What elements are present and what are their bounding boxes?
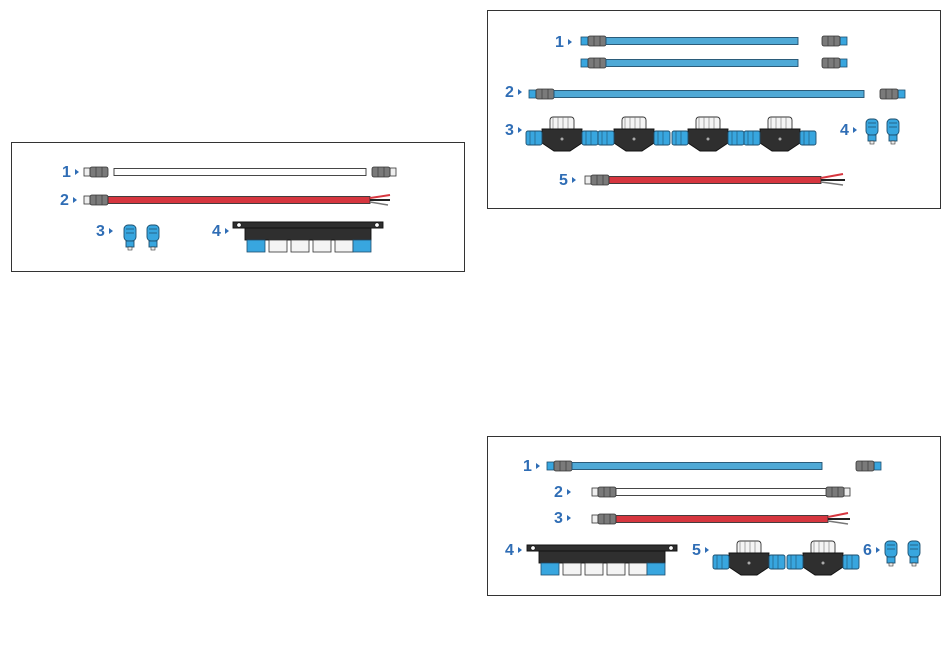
tee-connectors — [713, 541, 859, 575]
white-spur-cable — [592, 487, 850, 497]
terminator-pair — [885, 541, 920, 566]
panel-b-artwork — [488, 11, 940, 208]
tee-connectors — [526, 117, 816, 151]
red-power-cable — [585, 174, 845, 185]
backbone-connector — [233, 222, 383, 252]
red-power-cable — [592, 513, 850, 524]
white-spur-cable — [84, 167, 396, 177]
terminator-pair — [124, 225, 159, 250]
blue-backbone-cable — [581, 36, 847, 46]
panel-c-artwork — [488, 437, 940, 595]
blue-long-cable — [529, 89, 905, 99]
blue-backbone-cable — [581, 58, 847, 68]
panel-a: 1 2 3 4 — [11, 142, 465, 272]
panel-a-artwork — [12, 143, 464, 271]
blue-backbone-cable — [547, 461, 881, 471]
panel-b: 1 2 3 4 5 — [487, 10, 941, 209]
panel-c: 1 2 3 4 5 6 — [487, 436, 941, 596]
terminator-pair — [866, 119, 899, 144]
red-power-cable — [84, 195, 390, 205]
backbone-connector — [527, 545, 677, 575]
